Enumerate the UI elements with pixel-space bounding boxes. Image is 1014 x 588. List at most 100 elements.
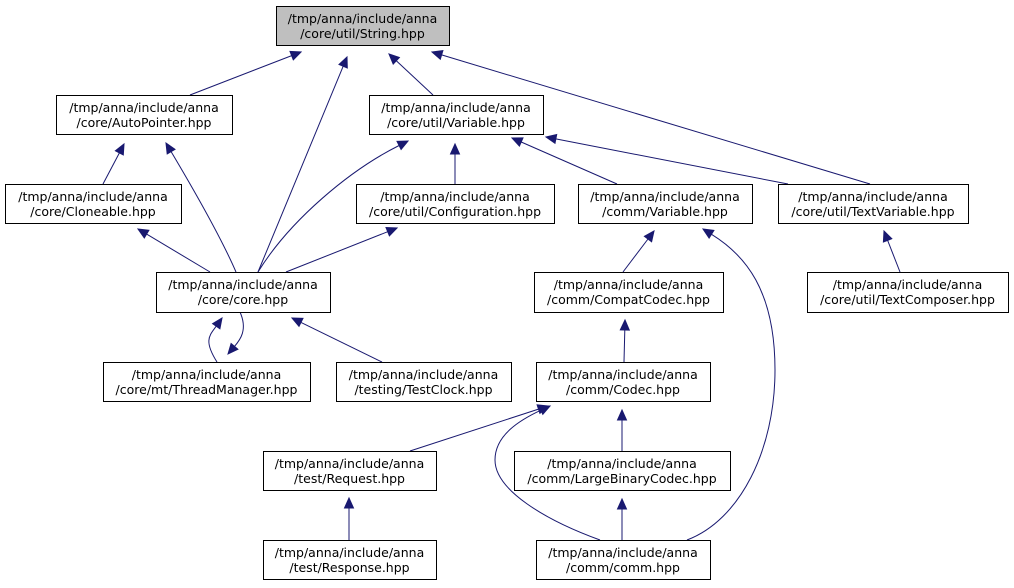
edge-arrowhead — [165, 141, 176, 155]
node-label-line1: /tmp/anna/include/anna — [380, 189, 529, 204]
edge-line — [441, 54, 871, 185]
node-variable[interactable]: /tmp/anna/include/anna/core/util/Variabl… — [369, 95, 544, 135]
node-configuration[interactable]: /tmp/anna/include/anna/core/util/Configu… — [356, 184, 555, 224]
edge-line — [686, 233, 776, 541]
edge-request-to-codec — [409, 404, 550, 452]
node-box — [263, 540, 437, 580]
edge-arrowhead — [343, 496, 355, 509]
node-label-line2: /comm/Variable.hpp — [602, 204, 728, 219]
node-box — [156, 272, 331, 313]
edge-line — [623, 329, 626, 363]
node-label-line2: /comm/CompatCodec.hpp — [547, 292, 710, 307]
node-label-line1: /tmp/anna/include/anna — [548, 367, 697, 382]
edge-arrowhead — [616, 408, 628, 421]
edge-codec-to-compatcodec — [619, 318, 631, 363]
node-textvariable[interactable]: /tmp/anna/include/anna/core/util/TextVar… — [778, 184, 969, 224]
edge-arrowhead — [619, 318, 631, 331]
node-autopointer[interactable]: /tmp/anna/include/anna/core/AutoPointer.… — [56, 95, 233, 135]
edge-line — [555, 138, 789, 185]
node-label-line1: /tmp/anna/include/anna — [275, 545, 424, 560]
node-label-line2: /comm/LargeBinaryCodec.hpp — [527, 471, 716, 486]
node-box — [276, 6, 450, 46]
edge-comm-to-commvariable — [686, 228, 776, 541]
edge-compatcodec-to-commvariable — [622, 230, 655, 273]
node-request[interactable]: /tmp/anna/include/anna/test/Request.hpp — [263, 451, 437, 491]
edge-arrowhead — [449, 142, 461, 155]
edge-core-to-autopointer — [165, 141, 237, 273]
edge-configuration-to-variable — [449, 142, 461, 184]
edge-line — [257, 66, 344, 273]
node-label-line1: /tmp/anna/include/anna — [18, 189, 167, 204]
edge-arrowhead — [430, 50, 444, 61]
node-codec[interactable]: /tmp/anna/include/anna/comm/Codec.hpp — [536, 362, 711, 402]
node-box — [5, 184, 182, 224]
node-box — [356, 184, 555, 224]
edge-arrowhead — [338, 55, 348, 69]
edge-arrowhead — [136, 228, 150, 239]
node-box — [369, 95, 544, 135]
edge-line — [285, 231, 388, 273]
node-label-line1: /tmp/anna/include/anna — [548, 545, 697, 560]
node-label-line2: /core/util/TextVariable.hpp — [791, 204, 954, 219]
node-comm[interactable]: /tmp/anna/include/anna/comm/comm.hpp — [536, 540, 711, 580]
edge-core-to-threadmanager — [227, 311, 244, 355]
node-label-line1: /tmp/anna/include/anna — [349, 367, 498, 382]
node-label-line1: /tmp/anna/include/anna — [69, 100, 218, 115]
edge-line — [102, 152, 120, 185]
edge-core-to-configuration — [285, 226, 399, 273]
node-label-line1: /tmp/anna/include/anna — [275, 456, 424, 471]
edge-core-to-cloneable — [136, 228, 211, 273]
node-box — [336, 362, 512, 402]
edge-variable-to-string — [388, 53, 434, 96]
edge-line — [300, 321, 383, 363]
edge-arrowhead — [290, 317, 304, 328]
node-threadmanager[interactable]: /tmp/anna/include/anna/core/mt/ThreadMan… — [103, 362, 311, 402]
edge-arrowhead — [701, 228, 715, 240]
node-compatcodec[interactable]: /tmp/anna/include/anna/comm/CompatCodec.… — [534, 272, 724, 313]
edge-textvariable-to-variable — [544, 133, 789, 185]
node-label-line1: /tmp/anna/include/anna — [132, 367, 281, 382]
node-box — [536, 362, 711, 402]
node-label-line1: /tmp/anna/include/anna — [288, 11, 437, 26]
edge-cloneable-to-autopointer — [102, 142, 125, 185]
node-response[interactable]: /tmp/anna/include/anna/test/Response.hpp — [263, 540, 437, 580]
node-label-line2: /core/core.hpp — [198, 292, 288, 307]
node-box — [56, 95, 233, 135]
node-core[interactable]: /tmp/anna/include/anna/core/core.hpp — [156, 272, 331, 313]
edge-line — [395, 60, 434, 96]
edge-line — [887, 240, 901, 273]
node-testclock[interactable]: /tmp/anna/include/anna/testing/TestClock… — [336, 362, 512, 402]
edge-line — [189, 55, 292, 96]
node-textcomposer[interactable]: /tmp/anna/include/anna/core/util/TextCom… — [807, 272, 1009, 313]
node-box — [578, 184, 753, 224]
edge-threadmanager-to-core — [208, 316, 223, 363]
edge-textcomposer-to-textvariable — [882, 229, 901, 273]
edge-core-to-variable — [257, 140, 410, 273]
edge-line — [146, 233, 211, 273]
edge-line — [170, 151, 237, 273]
edge-line — [208, 325, 218, 363]
node-label-line2: /core/util/Variable.hpp — [387, 115, 525, 130]
node-label-line2: /core/Cloneable.hpp — [30, 204, 156, 219]
edge-largebinarycodec-to-codec — [616, 408, 628, 451]
node-label-line2: /testing/TestClock.hpp — [354, 382, 492, 397]
edge-textvariable-to-string — [430, 50, 871, 185]
node-label-line2: /core/util/String.hpp — [300, 26, 425, 41]
edge-comm-to-largebinarycodec — [616, 497, 628, 540]
edge-arrowhead — [544, 133, 558, 145]
edge-arrowhead — [114, 142, 125, 156]
node-label-line1: /tmp/anna/include/anna — [798, 189, 947, 204]
edge-arrowhead — [538, 405, 552, 416]
node-label-line2: /core/util/Configuration.hpp — [369, 204, 541, 219]
edge-response-to-request — [343, 496, 355, 540]
edge-arrowhead — [388, 53, 401, 66]
nodes-layer: /tmp/anna/include/anna/core/util/String.… — [5, 6, 1009, 580]
edge-arrowhead — [643, 230, 655, 243]
node-label-line2: /core/mt/ThreadManager.hpp — [116, 382, 298, 397]
node-commvariable[interactable]: /tmp/anna/include/anna/comm/Variable.hpp — [578, 184, 753, 224]
edge-arrowhead — [227, 342, 239, 355]
node-label-line2: /test/Response.hpp — [289, 560, 409, 575]
node-largebinarycodec[interactable]: /tmp/anna/include/anna/comm/LargeBinaryC… — [514, 451, 731, 491]
node-string[interactable]: /tmp/anna/include/anna/core/util/String.… — [276, 6, 450, 46]
node-cloneable[interactable]: /tmp/anna/include/anna/core/Cloneable.hp… — [5, 184, 182, 224]
